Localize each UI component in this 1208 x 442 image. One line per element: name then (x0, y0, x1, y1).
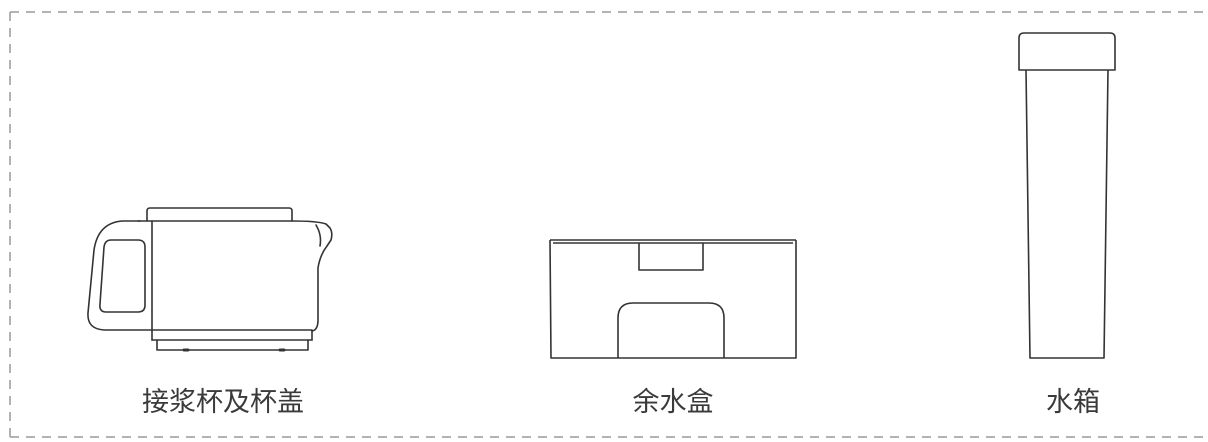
water-tank-label: 水箱 (1046, 387, 1100, 418)
drip-tray-label: 余水盒 (632, 387, 714, 418)
water-tank-icon (1018, 32, 1116, 359)
drip-tray-icon (549, 239, 797, 359)
pitcher-label: 接浆杯及杯盖 (142, 387, 304, 418)
dashed-border (9, 11, 1208, 438)
pitcher-with-lid-icon (87, 207, 333, 352)
